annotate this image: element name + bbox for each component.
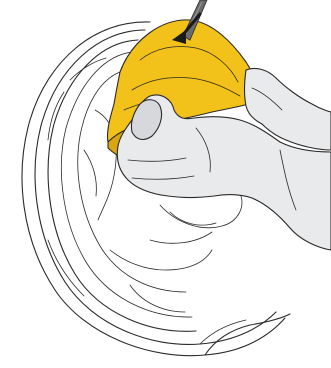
- helmet-outer-rim: [21, 21, 286, 357]
- liner-seam-5: [149, 231, 213, 244]
- finger-line-1: [127, 157, 187, 162]
- front-hand-thumb: [130, 99, 163, 141]
- cheek-pad-inner: [169, 211, 217, 226]
- knuckle-line: [195, 127, 211, 173]
- back-hand: [243, 67, 331, 151]
- cheek-pad-outline: [159, 193, 243, 229]
- helmet-rim-4: [61, 51, 193, 318]
- shell-rib-1: [69, 57, 107, 81]
- insertion-arrow-icon: [172, 12, 202, 44]
- helmet-shell: [21, 21, 291, 357]
- crown-pad-ridge-1: [139, 46, 239, 83]
- liner-seam-3: [109, 249, 213, 271]
- liner-seam-2: [83, 149, 97, 197]
- chin-bar-trim: [199, 319, 247, 345]
- hands: [116, 67, 331, 251]
- shell-rib-2: [47, 91, 65, 141]
- back-hand-finger-line: [251, 87, 283, 111]
- helmet-rim-3: [47, 39, 197, 332]
- helmet-inner-liner: [77, 71, 187, 293]
- insertion-tool: [172, 0, 208, 44]
- finger-line-2: [131, 175, 195, 180]
- chin-bar-edge: [204, 313, 291, 356]
- wrist-line: [279, 149, 297, 211]
- shell-rib-3: [47, 239, 85, 297]
- crown-pad-ridge-2: [131, 77, 241, 97]
- liner-seam-1: [94, 109, 117, 221]
- helmet-rim-2: [34, 29, 277, 345]
- liner-seam-4: [129, 284, 186, 313]
- front-hand: [116, 94, 331, 251]
